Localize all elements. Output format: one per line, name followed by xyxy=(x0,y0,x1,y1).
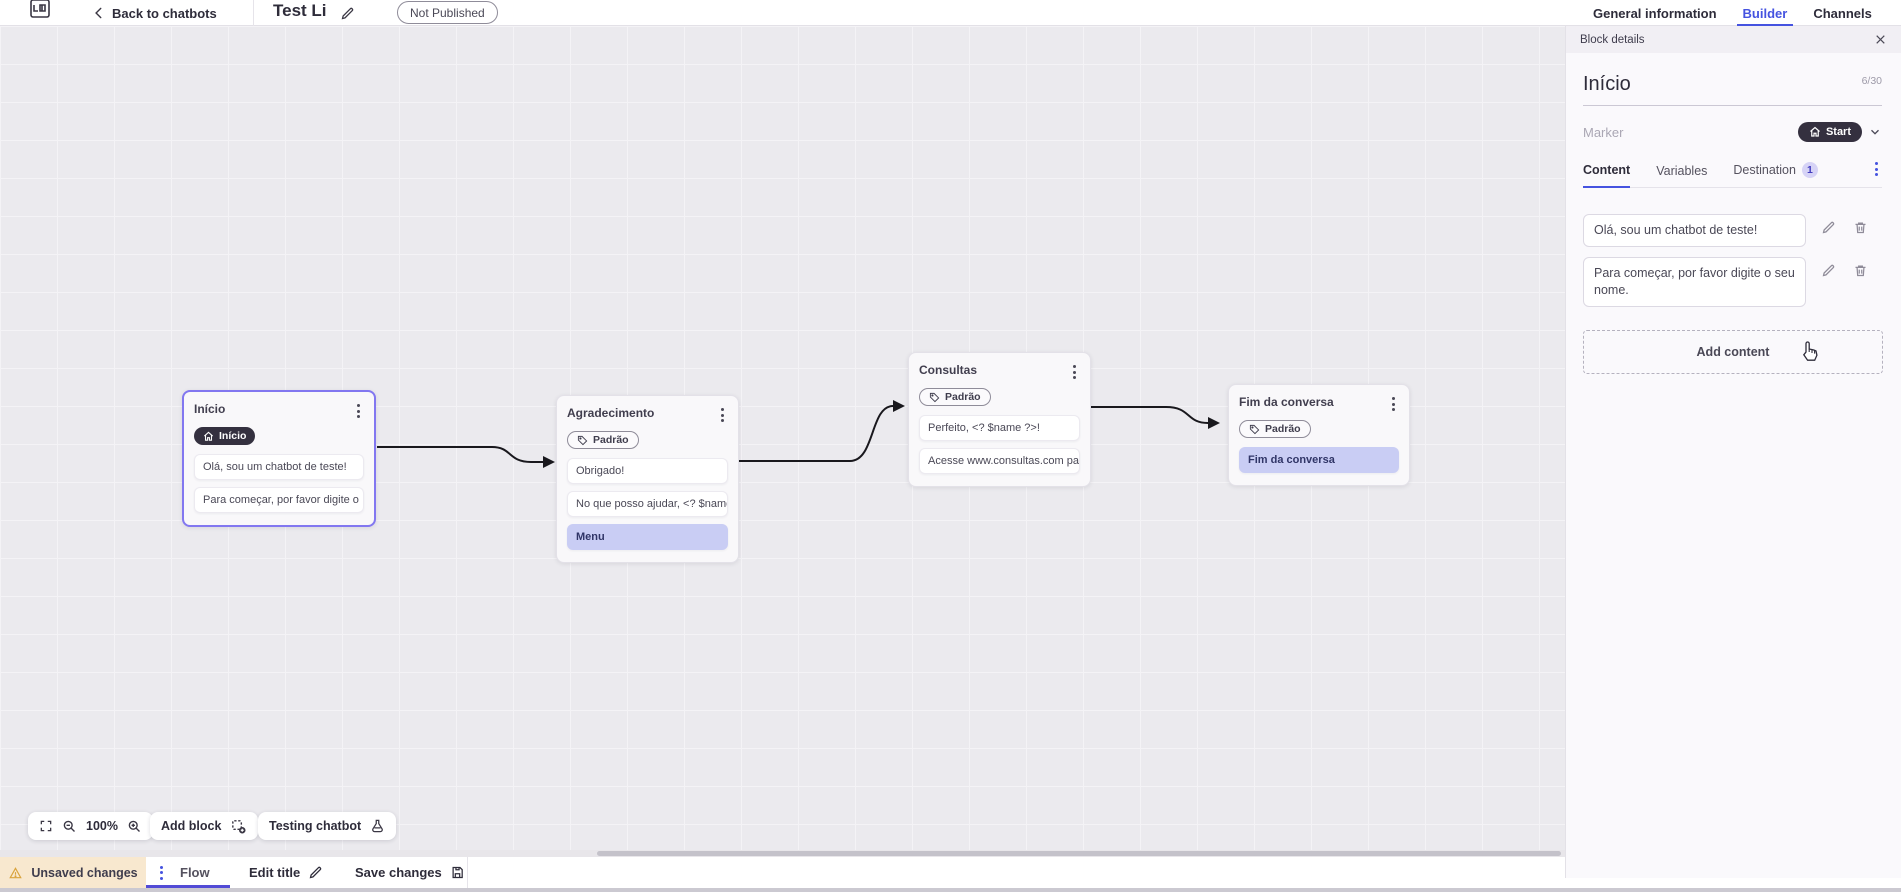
block-details-title: Block details xyxy=(1580,33,1645,46)
node-menu-icon[interactable] xyxy=(1388,395,1399,413)
zoom-level: 100% xyxy=(86,819,118,833)
flask-icon xyxy=(370,818,385,834)
zoom-out-icon[interactable] xyxy=(62,819,77,834)
tab-builder[interactable]: Builder xyxy=(1736,0,1794,26)
padrao-tag-badge: Padrão xyxy=(1239,420,1311,438)
bottom-bar: Unsaved changes Flow Edit title Save cha… xyxy=(0,857,1565,888)
char-counter: 6/30 xyxy=(1861,75,1882,87)
marker-start-pill[interactable]: Start xyxy=(1797,122,1862,142)
node-message[interactable]: Perfeito, <? $name ?>! xyxy=(919,414,1080,441)
testing-chatbot-button[interactable]: Testing chatbot xyxy=(258,812,397,840)
block-details-panel: Block details Início 6/30 Marker Start xyxy=(1565,26,1901,878)
tag-icon xyxy=(1249,424,1260,434)
node-menu-block[interactable]: Menu xyxy=(567,523,728,550)
flow-canvas[interactable]: Início Início Olá, sou um chatbot de tes… xyxy=(0,26,1565,850)
active-tab-underline xyxy=(1736,24,1794,26)
trash-icon[interactable] xyxy=(1853,263,1868,278)
node-title: Início xyxy=(194,402,226,416)
tab-options-menu-icon[interactable] xyxy=(1871,160,1882,178)
bot-title: Test Li xyxy=(273,1,327,20)
publish-status-badge: Not Published xyxy=(397,1,498,24)
block-details-header: Block details xyxy=(1566,26,1901,53)
node-menu-icon[interactable] xyxy=(717,406,728,424)
block-name-field[interactable]: Início 6/30 xyxy=(1583,73,1882,106)
flow-node-agradecimento[interactable]: Agradecimento Padrão Obrigado! No que po… xyxy=(556,395,739,563)
node-menu-icon[interactable] xyxy=(353,402,364,420)
node-message[interactable]: Olá, sou um chatbot de teste! xyxy=(194,453,364,480)
tab-content[interactable]: Content xyxy=(1583,163,1631,188)
add-content-button[interactable]: Add content xyxy=(1583,329,1883,374)
scrollbar-thumb[interactable] xyxy=(597,851,1561,856)
tab-destination[interactable]: Destination 1 xyxy=(1733,162,1818,187)
canvas-zoom-controls: 100% xyxy=(28,812,153,840)
tag-icon xyxy=(929,392,940,402)
node-message[interactable]: Obrigado! xyxy=(567,457,728,484)
tag-icon xyxy=(577,435,588,445)
trash-icon[interactable] xyxy=(1853,220,1868,235)
content-item: Para começar, por favor digite o seu nom… xyxy=(1583,256,1882,307)
app-logo-icon xyxy=(28,0,52,26)
tab-general-information[interactable]: General information xyxy=(1593,5,1717,21)
content-message-input[interactable]: Olá, sou um chatbot de teste! xyxy=(1583,214,1806,247)
flow-node-fim-da-conversa[interactable]: Fim da conversa Padrão Fim da conversa xyxy=(1228,384,1410,486)
back-to-chatbots-link[interactable]: Back to chatbots xyxy=(112,5,217,21)
top-bar: Back to chatbots Test Li Not Published G… xyxy=(0,0,1901,26)
pencil-icon xyxy=(309,866,322,879)
destination-count-badge: 1 xyxy=(1801,162,1818,178)
block-detail-tabs: Content Variables Destination 1 xyxy=(1583,162,1882,188)
padrao-tag-badge: Padrão xyxy=(919,388,991,406)
node-message[interactable]: Para começar, por favor digite o ... xyxy=(194,486,364,513)
block-name-value[interactable]: Início xyxy=(1583,73,1631,95)
edit-bot-title-icon[interactable] xyxy=(340,0,355,26)
flow-tab-menu-icon[interactable] xyxy=(156,864,167,882)
tab-flow[interactable]: Flow xyxy=(146,857,230,888)
content-message-input[interactable]: Para começar, por favor digite o seu nom… xyxy=(1583,256,1806,307)
node-title: Consultas xyxy=(919,363,978,377)
save-changes-button[interactable]: Save changes xyxy=(355,857,465,888)
back-chevron-icon[interactable] xyxy=(92,0,106,26)
save-icon xyxy=(452,866,463,879)
close-icon[interactable] xyxy=(1874,33,1887,46)
node-message[interactable]: No que posso ajudar, <? $name ... xyxy=(567,490,728,517)
start-marker-badge: Início xyxy=(194,427,256,445)
chevron-down-icon[interactable] xyxy=(1868,125,1882,139)
unsaved-changes-indicator: Unsaved changes xyxy=(0,857,146,888)
node-menu-icon[interactable] xyxy=(1069,363,1080,381)
window-bottom-edge xyxy=(0,888,1901,892)
canvas-horizontal-scrollbar-track[interactable] xyxy=(0,850,1565,857)
fullscreen-icon[interactable] xyxy=(39,819,53,833)
active-flow-tab-underline xyxy=(146,885,230,888)
node-message[interactable]: Acesse www.consultas.com par... xyxy=(919,447,1080,474)
padrao-tag-badge: Padrão xyxy=(567,431,639,449)
tab-variables[interactable]: Variables xyxy=(1656,164,1708,178)
tab-channels[interactable]: Channels xyxy=(1813,5,1872,21)
flow-node-inicio[interactable]: Início Início Olá, sou um chatbot de tes… xyxy=(182,390,376,527)
node-end-block[interactable]: Fim da conversa xyxy=(1239,446,1399,473)
add-block-icon xyxy=(230,818,247,835)
home-icon xyxy=(204,431,213,441)
edit-icon[interactable] xyxy=(1821,263,1836,278)
home-icon xyxy=(1810,126,1820,137)
add-block-button[interactable]: Add block xyxy=(150,812,259,840)
content-item: Olá, sou um chatbot de teste! xyxy=(1583,214,1882,247)
flow-node-consultas[interactable]: Consultas Padrão Perfeito, <? $name ?>! … xyxy=(908,352,1091,487)
builder-nav-tabs: General information Builder Channels xyxy=(1565,0,1901,26)
bottombar-divider xyxy=(467,857,468,888)
node-title: Agradecimento xyxy=(567,406,655,420)
warning-icon xyxy=(8,866,23,880)
node-title: Fim da conversa xyxy=(1239,395,1334,409)
topbar-divider xyxy=(253,0,254,26)
marker-label: Marker xyxy=(1583,124,1624,140)
edit-icon[interactable] xyxy=(1821,220,1836,235)
zoom-in-icon[interactable] xyxy=(127,819,142,834)
edit-title-button[interactable]: Edit title xyxy=(249,857,323,888)
